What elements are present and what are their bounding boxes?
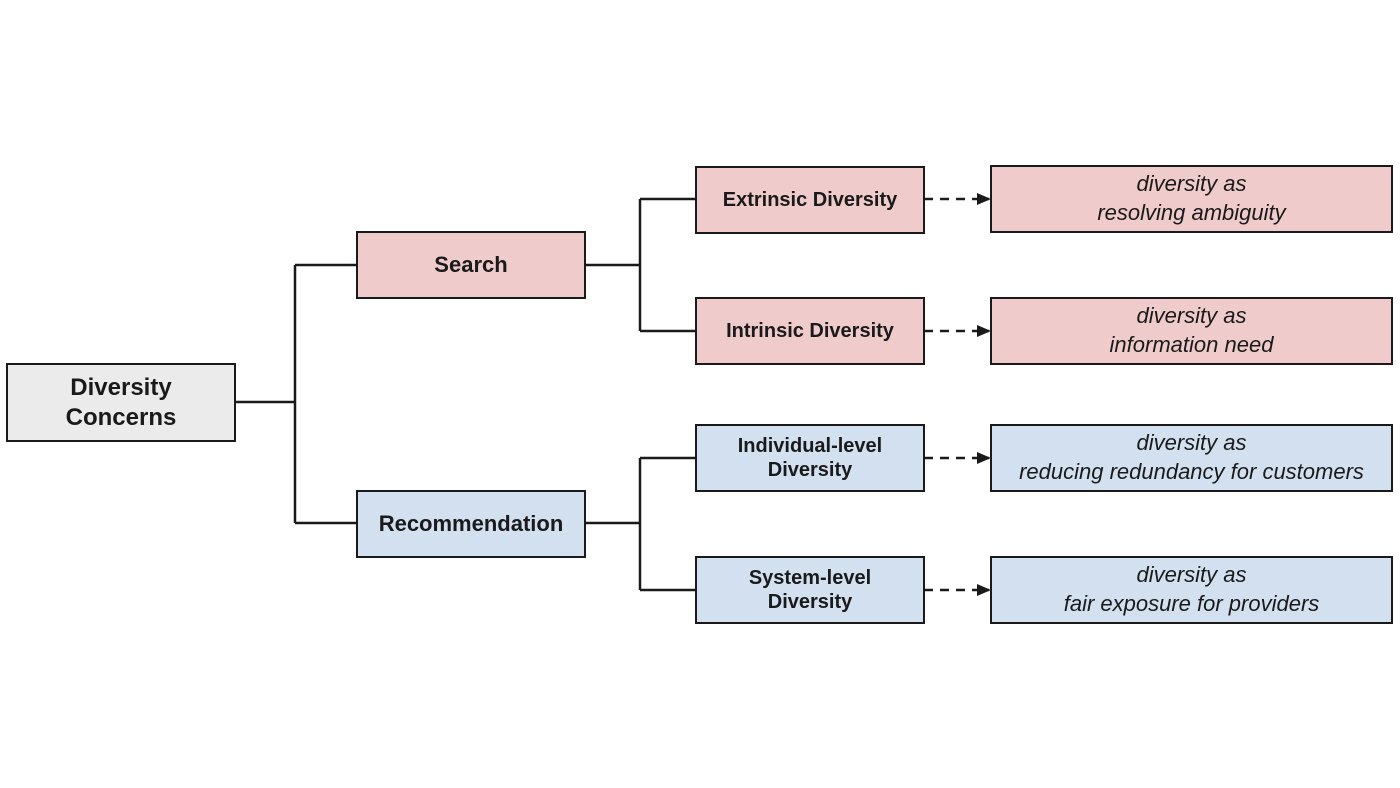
extrinsic-diversity-node: Extrinsic Diversity — [695, 166, 925, 234]
system-desc-line2: fair exposure for providers — [1063, 591, 1320, 616]
root-label-line1: Diversity — [70, 373, 172, 401]
individual-level-description-node: diversity as reducing redundancy for cus… — [990, 424, 1393, 492]
intrinsic-diversity-label: Intrinsic Diversity — [726, 319, 894, 342]
intrinsic-description-node: diversity as information need — [990, 297, 1393, 365]
system-desc-line1: diversity as — [1136, 562, 1247, 588]
extrinsic-description-node: diversity as resolving ambiguity — [990, 165, 1393, 233]
individual-level-diversity-node: Individual-level Diversity — [695, 424, 925, 492]
extrinsic-diversity-label: Extrinsic Diversity — [722, 188, 898, 211]
intrinsic-desc-line1: diversity as — [1136, 303, 1247, 329]
individual-level-label-line2: Diversity — [767, 459, 853, 481]
intrinsic-diversity-node: Intrinsic Diversity — [695, 297, 925, 365]
system-level-description-node: diversity as fair exposure for providers — [990, 556, 1393, 624]
individual-desc-line2: reducing redundancy for customers — [1019, 459, 1364, 484]
search-branch-connector — [585, 197, 695, 333]
recommendation-label: Recommendation — [378, 510, 564, 536]
root-branch-connector — [235, 263, 356, 525]
system-level-label-line1: System-level — [748, 566, 872, 589]
search-label: Search — [434, 251, 508, 277]
extrinsic-desc-line1: diversity as — [1136, 171, 1247, 197]
individual-level-label-line1: Individual-level — [737, 434, 883, 457]
system-level-diversity-node: System-level Diversity — [695, 556, 925, 624]
root-node-diversity-concerns: Diversity Concerns — [6, 363, 236, 442]
recommendation-branch-connector — [585, 456, 695, 592]
recommendation-node: Recommendation — [356, 490, 586, 558]
system-level-label-line2: Diversity — [767, 591, 853, 613]
root-label-line2: Concerns — [65, 403, 177, 431]
individual-desc-line1: diversity as — [1136, 430, 1247, 456]
intrinsic-desc-line2: information need — [1109, 332, 1274, 357]
extrinsic-desc-line2: resolving ambiguity — [1097, 200, 1286, 225]
search-node: Search — [356, 231, 586, 299]
